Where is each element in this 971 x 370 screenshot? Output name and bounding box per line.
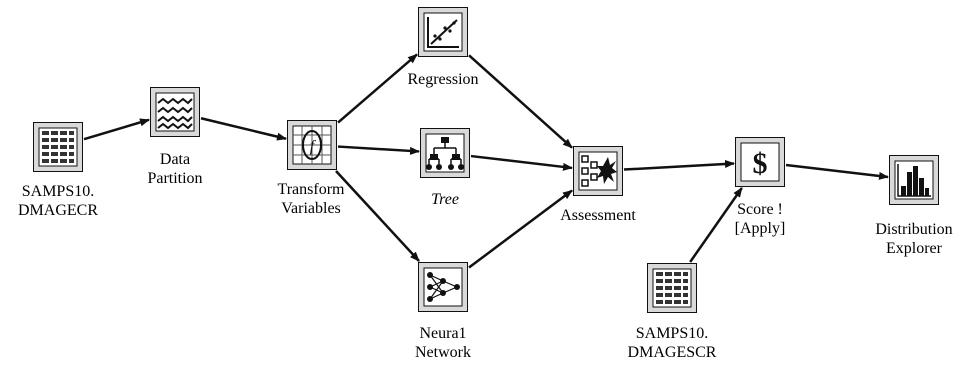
regression-label: Regression bbox=[393, 70, 493, 89]
edge-tree-to-assessment bbox=[470, 154, 573, 171]
distribution-explorer-label: Distribution Explorer bbox=[859, 220, 969, 258]
data-partition-node[interactable] bbox=[150, 87, 200, 137]
edge-transform-to-regression bbox=[337, 53, 418, 124]
samps-score-label-line1: SAMPS10. bbox=[635, 325, 709, 342]
edge-partition-to-transform bbox=[200, 117, 287, 141]
score-label-line2: [Apply] bbox=[734, 220, 786, 237]
dollar-symbol: $ bbox=[753, 147, 768, 180]
edge-transform-to-neural bbox=[335, 170, 420, 262]
edge-score-to-distribution bbox=[785, 163, 889, 180]
transform-label-line1: Transform bbox=[277, 181, 345, 198]
neural-network-node[interactable] bbox=[418, 262, 468, 312]
edge-regression-to-assessment bbox=[468, 54, 573, 149]
decision-tree-icon bbox=[425, 133, 465, 173]
samps-train-label: SAMPS10. DMAGECR bbox=[8, 182, 108, 220]
svg-text:f: f bbox=[310, 138, 317, 155]
regression-node[interactable] bbox=[418, 7, 468, 57]
samps-score-label-line2: DMAGESCR bbox=[627, 344, 717, 361]
histogram-icon bbox=[894, 160, 934, 200]
edge-samps_train-to-partition bbox=[83, 118, 150, 141]
neural-network-label: Neura1 Network bbox=[393, 324, 493, 362]
assessment-label-line1: Assessment bbox=[560, 207, 636, 224]
neural-network-label-line1: Neura1 bbox=[419, 325, 467, 342]
regression-label-line1: Regression bbox=[407, 71, 479, 88]
data-partition-label: Data Partition bbox=[125, 150, 225, 188]
data-partition-label-line1: Data bbox=[159, 151, 191, 168]
edge-neural-to-assessment bbox=[468, 189, 573, 269]
data-table-icon bbox=[652, 268, 692, 308]
data-partition-label-line2: Partition bbox=[147, 170, 203, 187]
score-label: Score ! [Apply] bbox=[710, 200, 810, 238]
regression-icon bbox=[423, 12, 463, 52]
samps-score-data-node[interactable] bbox=[647, 263, 697, 313]
edge-samps_score-to-score bbox=[689, 187, 743, 263]
score-node[interactable]: $ bbox=[735, 137, 785, 187]
distribution-explorer-node[interactable] bbox=[889, 155, 939, 205]
tree-label-line1: Tree bbox=[431, 191, 459, 208]
neural-network-icon bbox=[423, 267, 463, 307]
edge-assessment-to-score bbox=[623, 159, 735, 171]
data-table-icon bbox=[38, 127, 78, 167]
dollar-score-icon: $ bbox=[740, 142, 780, 182]
assessment-node[interactable] bbox=[573, 146, 623, 196]
samps-train-data-node[interactable] bbox=[33, 122, 83, 172]
tree-label: Tree bbox=[395, 190, 495, 209]
transform-icon: f bbox=[292, 125, 332, 165]
assessment-label: Assessment bbox=[543, 206, 653, 225]
transform-label-line2: Variables bbox=[281, 200, 341, 217]
edge-transform-to-tree bbox=[337, 145, 420, 155]
samps-train-label-line2: DMAGECR bbox=[17, 202, 98, 219]
tree-node[interactable] bbox=[420, 128, 470, 178]
partition-icon bbox=[155, 92, 195, 132]
distribution-label-line2: Explorer bbox=[886, 240, 942, 257]
neural-network-label-line2: Network bbox=[415, 344, 471, 361]
samps-train-label-line1: SAMPS10. bbox=[21, 183, 95, 200]
samps-score-label: SAMPS10. DMAGESCR bbox=[617, 324, 727, 362]
transform-variables-label: Transform Variables bbox=[256, 180, 366, 218]
score-label-line1: Score ! bbox=[737, 201, 783, 218]
distribution-label-line1: Distribution bbox=[875, 221, 953, 238]
assessment-icon bbox=[578, 151, 618, 191]
transform-variables-node[interactable]: f bbox=[287, 120, 337, 170]
